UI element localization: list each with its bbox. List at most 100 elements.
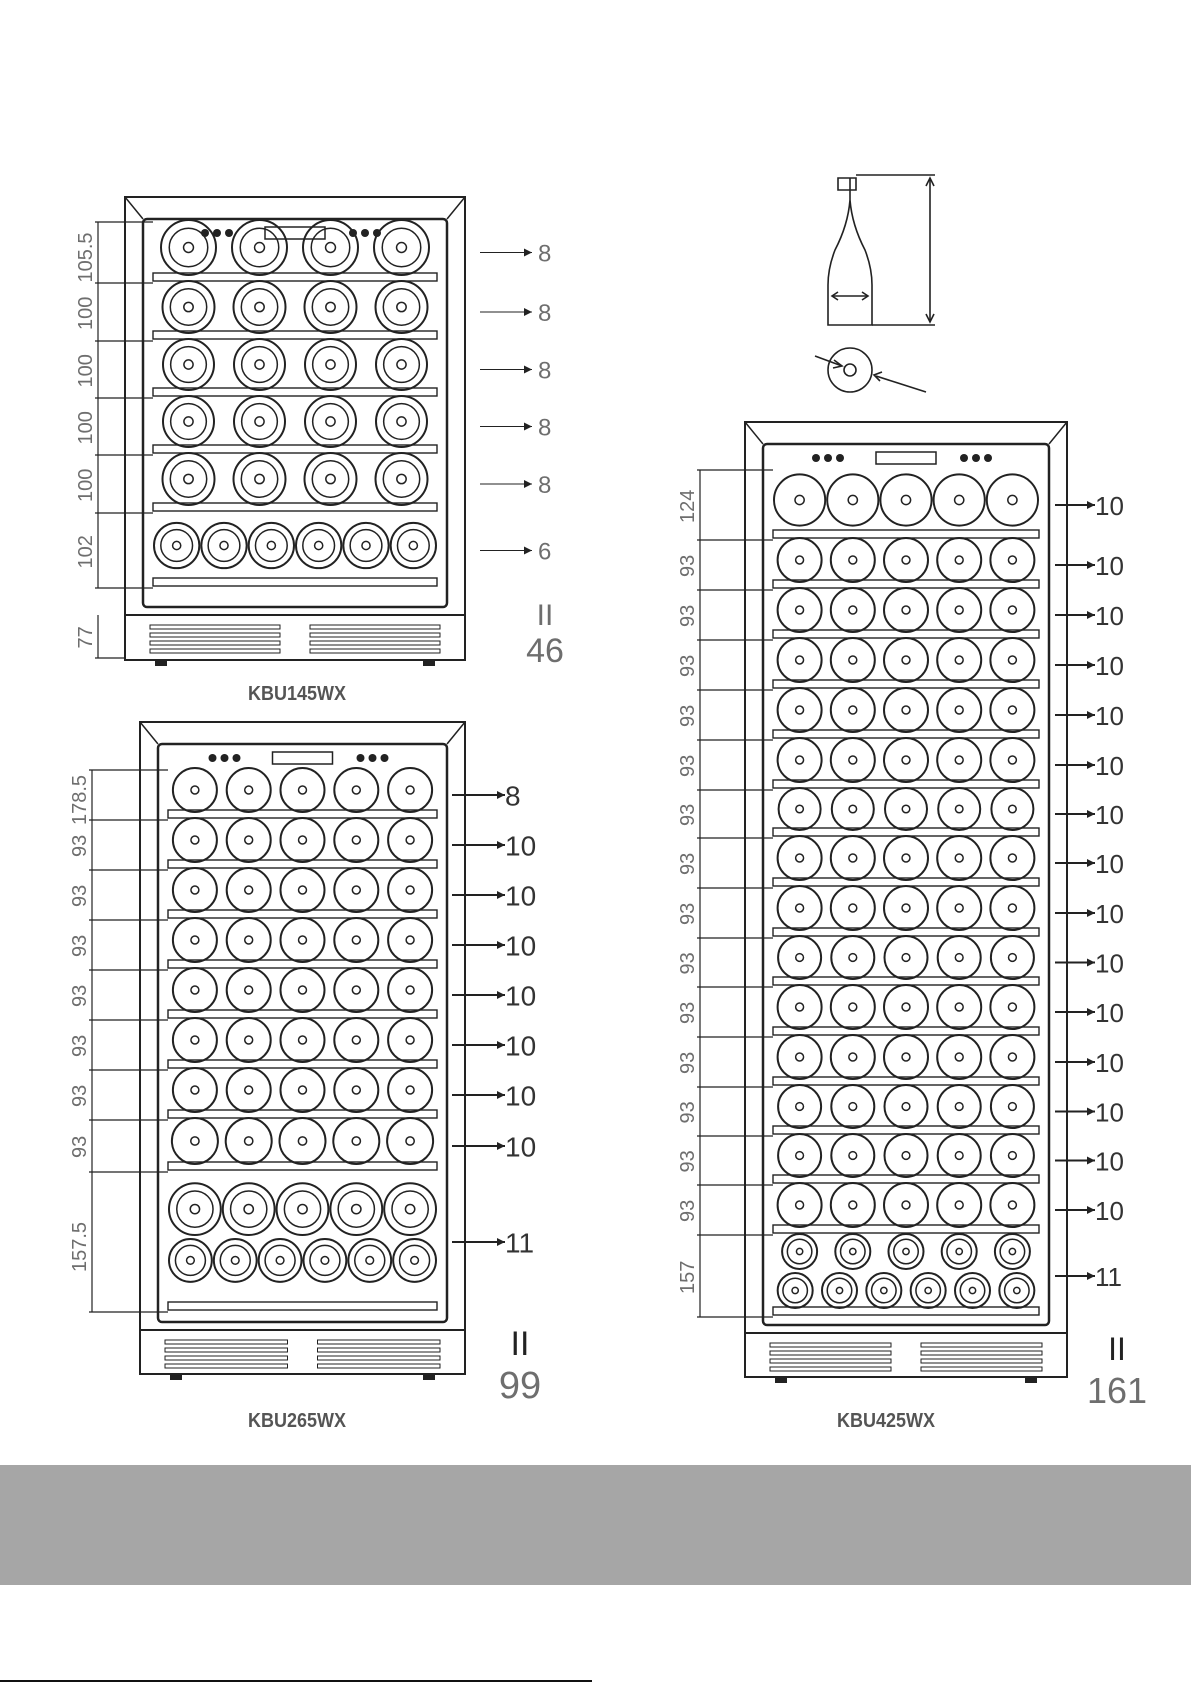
bottle-neck <box>397 360 406 369</box>
count-arrow-head <box>1087 859 1095 867</box>
bottle-ring <box>947 1239 972 1264</box>
bottle-neck <box>955 606 963 614</box>
bottle-neck <box>187 1257 195 1265</box>
bottle-neck <box>902 556 910 564</box>
frame-corner <box>140 722 158 744</box>
bottle <box>831 1183 875 1227</box>
bottle-neck <box>244 1204 253 1213</box>
control-button <box>221 754 229 762</box>
bottle-ring <box>220 1245 250 1275</box>
bottle-ring <box>384 347 420 383</box>
bottle-neck <box>352 936 360 944</box>
bottle <box>778 1085 821 1128</box>
bottle <box>281 768 325 812</box>
bottle-neck <box>267 541 275 549</box>
vent-slot <box>150 625 280 629</box>
bottle-neck <box>849 1103 857 1111</box>
count-arrow-head <box>497 1238 505 1246</box>
bottle-neck <box>191 786 199 794</box>
bottle-neck <box>184 417 193 426</box>
bottle-neck <box>849 854 857 862</box>
bottle-neck <box>1008 756 1016 764</box>
bottle-neck <box>955 854 963 862</box>
bottle-ring <box>208 530 240 562</box>
count-arrow-head <box>1087 1008 1095 1016</box>
bottle-neck <box>955 556 963 564</box>
bottle <box>990 886 1034 930</box>
bottle-neck <box>902 606 910 614</box>
count-arrow-head <box>524 423 532 431</box>
shelf <box>153 578 437 586</box>
control-button <box>361 229 369 237</box>
bottle-neck <box>849 706 857 714</box>
shelf-height-label: 157 <box>677 1261 699 1294</box>
bottle <box>172 1118 218 1164</box>
control-button <box>836 454 844 462</box>
bottle <box>388 818 432 862</box>
bottle-neck <box>299 936 307 944</box>
cabinet-kbu425: 1241093109310931093109310931093109310931… <box>677 422 1147 1411</box>
shelf-height-label: 100 <box>75 469 97 502</box>
bottle <box>880 474 931 525</box>
bottle-neck <box>955 1103 963 1111</box>
bottle-ring <box>312 461 348 497</box>
bottle-ring <box>303 530 335 562</box>
bottle <box>987 474 1038 525</box>
bottle <box>227 768 271 812</box>
bottle-neck <box>1008 1003 1016 1011</box>
bottle-neck <box>406 836 414 844</box>
bottle-neck <box>299 986 307 994</box>
bottle <box>831 1085 874 1128</box>
shelf-bottle-count: 10 <box>1095 491 1124 521</box>
bottle-neck <box>796 954 804 962</box>
count-arrow-head <box>1087 1157 1095 1165</box>
bottle-ring <box>171 404 207 440</box>
bottle-ring <box>392 1191 428 1227</box>
bottle <box>334 1018 378 1062</box>
bottle-neck <box>326 302 335 311</box>
bottle-neck <box>902 954 910 962</box>
bottle-neck <box>955 1201 963 1209</box>
shelf-bottle-count: 11 <box>1095 1262 1122 1292</box>
bottle <box>934 474 985 525</box>
count-arrow-head <box>1087 611 1095 619</box>
bottle-neck <box>849 904 857 912</box>
bottle-neck <box>397 302 406 311</box>
count-arrow-head <box>1087 761 1095 769</box>
equals-sign: II <box>511 1325 530 1363</box>
count-arrow-head <box>524 308 532 316</box>
bottle <box>173 1018 217 1062</box>
bottle-neck <box>191 1036 199 1044</box>
shelf-height-label: 100 <box>75 354 97 387</box>
bottle <box>388 918 432 962</box>
bottle-neck <box>255 360 264 369</box>
bottle-ring <box>265 1245 295 1275</box>
bottle-ring <box>241 461 277 497</box>
vent-slot <box>770 1343 891 1347</box>
bottle <box>227 818 271 862</box>
bottle-neck <box>406 1036 414 1044</box>
bottle-neck <box>796 1003 804 1011</box>
bottle-neck <box>955 1152 963 1160</box>
bottle-neck <box>849 656 857 664</box>
control-button <box>209 754 217 762</box>
base-height-label: 77 <box>75 626 97 648</box>
bottle-ring <box>313 404 349 440</box>
model-label-kbu145: KBU145WX <box>248 683 346 706</box>
bottle <box>778 886 822 930</box>
count-arrow-head <box>497 791 505 799</box>
bottle-neck <box>955 756 963 764</box>
bottle <box>938 1134 981 1177</box>
shelf-height-label: 100 <box>75 411 97 444</box>
bottle <box>388 1068 432 1112</box>
bottle-neck <box>352 1137 360 1145</box>
bottle-ring <box>161 530 193 562</box>
bottle-ring <box>383 461 419 497</box>
bottle-neck <box>298 1137 306 1145</box>
count-arrow-head <box>1087 1058 1095 1066</box>
count-arrow-head <box>1087 909 1095 917</box>
bottle-neck <box>849 556 857 564</box>
shelf-height-label: 93 <box>69 985 91 1007</box>
vent-slot <box>165 1364 288 1368</box>
frame-corner <box>1049 422 1067 444</box>
